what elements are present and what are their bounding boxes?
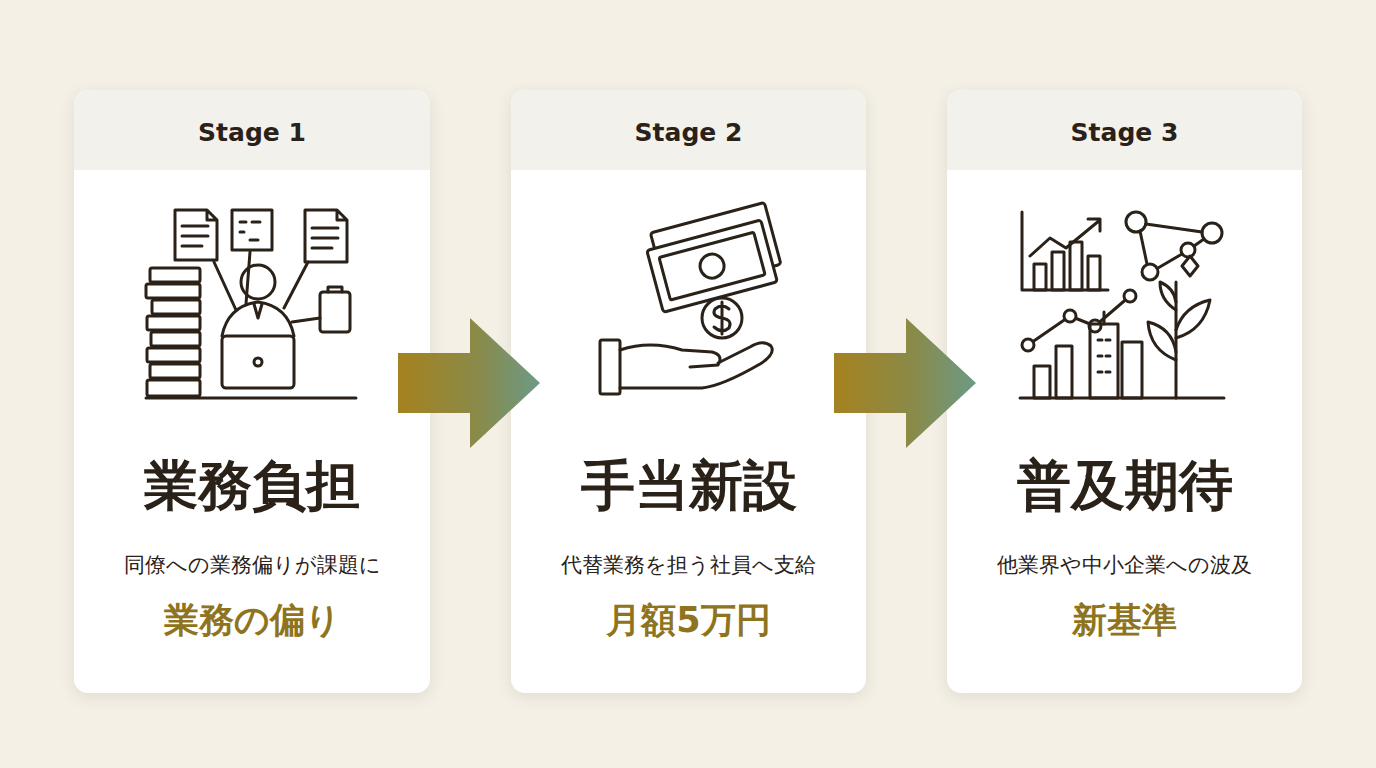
stage-card: Stage 3 普及期待他業界や中小企業への波及新基準	[947, 90, 1302, 693]
stage-highlight: 業務の偏り	[74, 596, 430, 644]
stage-title: 普及期待	[947, 450, 1302, 520]
stage-card: Stage 1 業務負担同僚への業務偏りが課題に業務の偏り	[74, 90, 430, 693]
stage-title: 業務負担	[74, 450, 430, 520]
stage-title: 手当新設	[511, 450, 866, 520]
stage-description: 他業界や中小企業への波及	[947, 550, 1302, 580]
stage-highlight: 新基準	[947, 596, 1302, 644]
stage-label: Stage 3	[947, 116, 1302, 150]
stage-description: 同僚への業務偏りが課題に	[74, 550, 430, 580]
stage-label: Stage 2	[511, 116, 866, 150]
stage-highlight: 月額5万円	[511, 596, 866, 644]
stage-description: 代替業務を担う社員へ支給	[511, 550, 866, 580]
stage-label: Stage 1	[74, 116, 430, 150]
stage-card: Stage 2 手当新設代替業務を担う社員へ支給月額5万円	[511, 90, 866, 693]
